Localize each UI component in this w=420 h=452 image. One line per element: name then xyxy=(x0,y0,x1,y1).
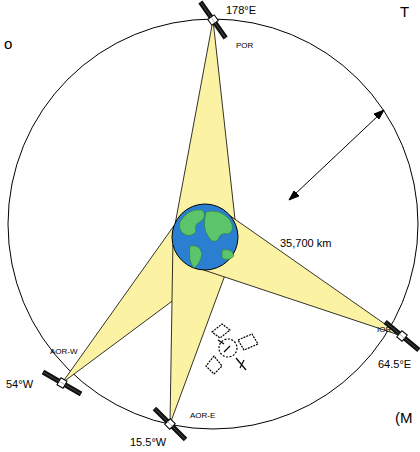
satellites xyxy=(41,0,420,442)
distance-label: 35,700 km xyxy=(280,237,331,249)
coverage-beams xyxy=(62,20,402,424)
region-label: AOR-W xyxy=(50,348,78,357)
region-label: IOR xyxy=(377,326,391,335)
cropped-text: (M xyxy=(395,410,413,427)
longitude-label: 15.5°W xyxy=(130,436,166,448)
cropped-text: T xyxy=(400,4,409,21)
region-label: AOR-E xyxy=(190,412,215,421)
satellite-symbol xyxy=(197,0,229,40)
distance-dimension xyxy=(289,110,384,200)
longitude-label: 54°W xyxy=(6,378,33,390)
region-label: POR xyxy=(236,42,253,51)
satellite-symbol xyxy=(41,369,83,398)
small-satellite-sketch xyxy=(206,324,258,374)
longitude-label: 64.5°E xyxy=(378,358,411,370)
earth xyxy=(172,204,238,270)
satellite-symbol xyxy=(383,319,420,353)
cropped-text: o xyxy=(4,36,12,53)
longitude-label: 178°E xyxy=(226,4,256,16)
orbit-circle xyxy=(8,19,418,429)
